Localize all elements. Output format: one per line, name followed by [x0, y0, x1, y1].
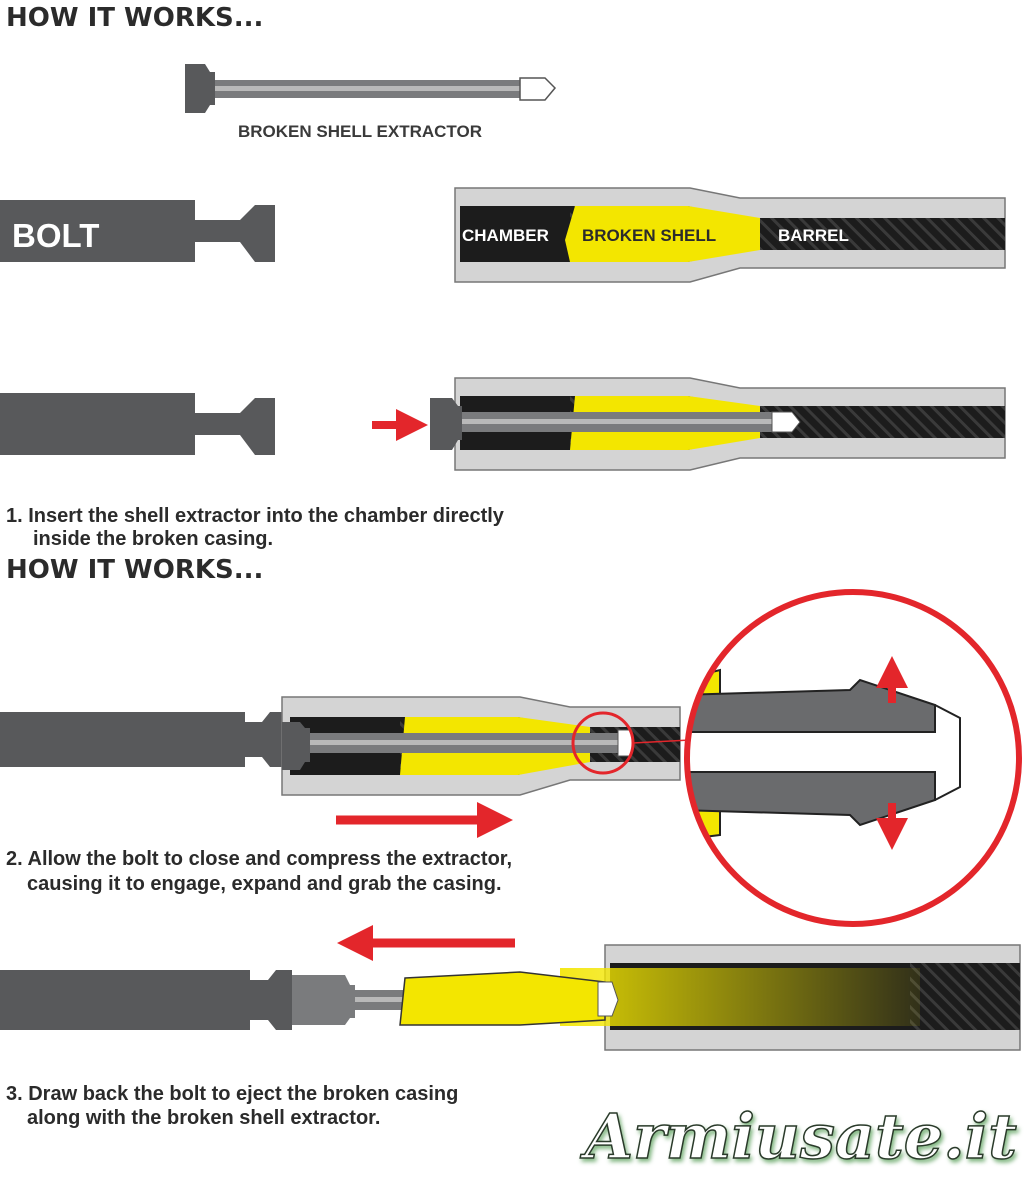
step3-text-line1: 3. Draw back the bolt to eject the broke…	[6, 1083, 458, 1105]
step3-illustration	[0, 925, 1021, 1051]
broken-shell-label: BROKEN SHELL	[582, 226, 716, 245]
step3-text-line2: along with the broken shell extractor.	[27, 1107, 380, 1129]
extractor-label: BROKEN SHELL EXTRACTOR	[238, 122, 482, 141]
step1-text-line2: inside the broken casing.	[33, 528, 273, 550]
broken-shell-extractor-illustration	[185, 64, 557, 113]
barrel-illustration	[454, 187, 1006, 283]
watermark-logo: Armiusate.it	[580, 1100, 1017, 1173]
step1-text-line1: 1. Insert the shell extractor into the c…	[6, 505, 505, 527]
bolt-label: BOLT	[12, 217, 99, 254]
barrel-label: BARREL	[778, 226, 849, 245]
step1-illustration	[0, 377, 1006, 471]
title-how-it-works-2: HOW IT WORKS...	[6, 555, 263, 585]
title-how-it-works: HOW IT WORKS...	[6, 3, 263, 33]
chamber-label: CHAMBER	[462, 226, 549, 245]
step2-text-line2: causing it to engage, expand and grab th…	[27, 873, 502, 895]
step2-illustration	[0, 589, 1022, 927]
bolt-illustration	[0, 200, 275, 262]
magnified-detail	[684, 589, 1022, 927]
step2-text-line1: 2. Allow the bolt to close and compress …	[6, 848, 512, 870]
